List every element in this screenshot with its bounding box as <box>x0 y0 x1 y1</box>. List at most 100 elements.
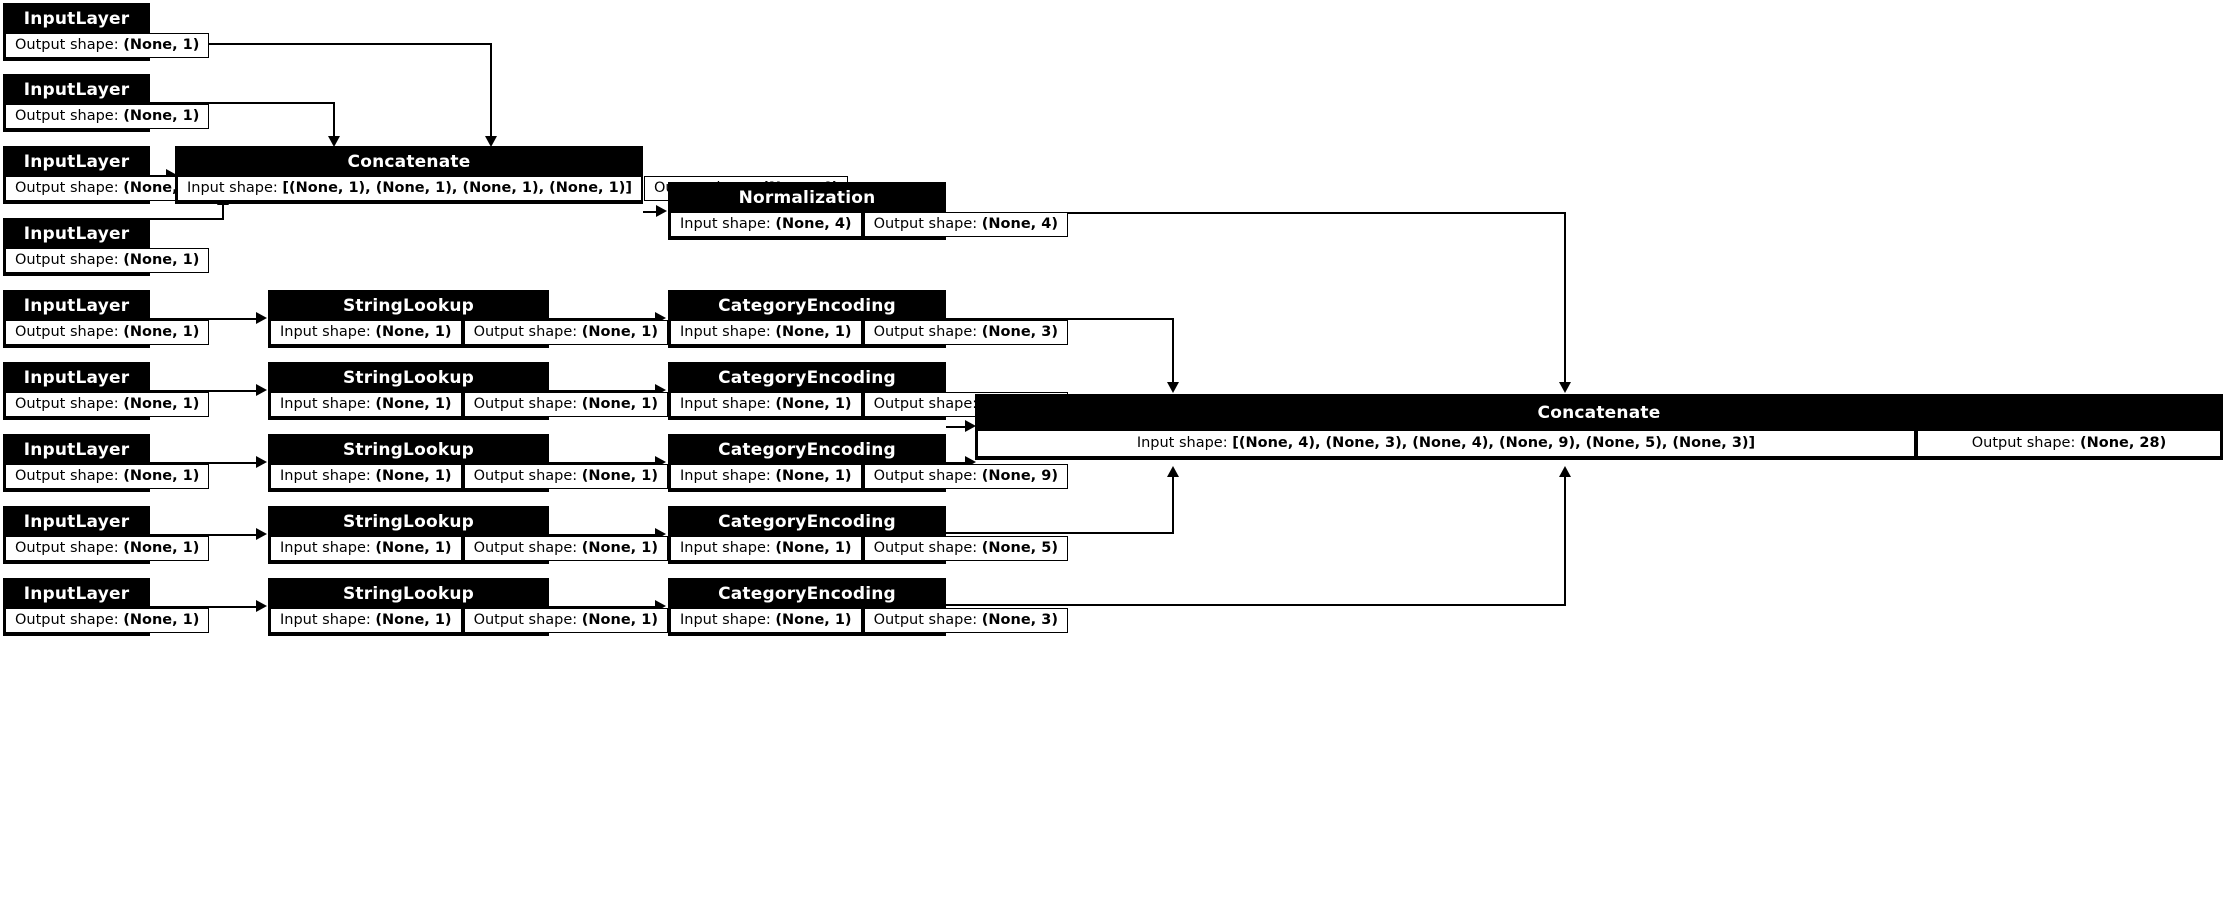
input-shape-cell: Input shape: (None, 1) <box>270 608 462 633</box>
input-shape-cell: Input shape: (None, 1) <box>270 392 462 417</box>
edge-catenc4-to-concat2-v <box>1172 476 1174 534</box>
input-shape-label: Input shape: <box>680 540 771 557</box>
node-string-lookup-3[interactable]: StringLookup Input shape: (None, 1) Outp… <box>268 434 668 492</box>
output-shape-label: Output shape: <box>15 468 119 485</box>
edge-catenc5-to-concat2-v <box>1564 476 1566 606</box>
node-input-layer-7[interactable]: InputLayer Output shape: (None, 1) <box>3 434 210 492</box>
node-input-layer-3[interactable]: InputLayer Output shape: (None, 1) <box>3 146 210 204</box>
edge-lookup2-to-catenc2 <box>549 390 657 392</box>
input-shape-label: Input shape: <box>680 396 771 413</box>
output-shape-cell: Output shape: (None, 1) <box>5 248 210 273</box>
edge-input8-arrowhead <box>256 528 267 540</box>
input-shape-cell: Input shape: (None, 1) <box>670 464 862 489</box>
node-input-layer-9[interactable]: InputLayer Output shape: (None, 1) <box>3 578 210 636</box>
input-shape-label: Input shape: <box>680 216 771 233</box>
edge-lookup5-arrowhead <box>655 600 666 612</box>
node-input-layer-5[interactable]: InputLayer Output shape: (None, 1) <box>3 290 210 348</box>
input-shape-value: [(None, 1), (None, 1), (None, 1), (None,… <box>282 180 632 197</box>
input-shape-value: (None, 1) <box>775 396 852 413</box>
output-shape-value: (None, 1) <box>123 468 200 485</box>
node-concatenate-2[interactable]: Concatenate Input shape: [(None, 4), (No… <box>975 394 2223 460</box>
node-normalization-1[interactable]: Normalization Input shape: (None, 4) Out… <box>668 182 1068 240</box>
output-shape-label: Output shape: <box>873 216 978 233</box>
input-shape-cell: Input shape: [(None, 1), (None, 1), (Non… <box>177 176 642 201</box>
input-shape-cell: Input shape: (None, 1) <box>270 536 462 561</box>
edge-lookup4-to-catenc4 <box>549 534 657 536</box>
output-shape-cell: Output shape: (None, 1) <box>5 536 210 561</box>
output-shape-cell: Output shape: (None, 3) <box>863 608 1068 633</box>
node-input-layer-1[interactable]: InputLayer Output shape: (None, 1) <box>3 3 210 61</box>
edge-lookup5-to-catenc5 <box>549 606 657 608</box>
output-shape-cell: Output shape: (None, 1) <box>5 392 210 417</box>
edge-catenc3-arrowhead <box>965 456 976 468</box>
input-shape-label: Input shape: <box>680 324 771 341</box>
output-shape-label: Output shape: <box>15 252 119 269</box>
input-shape-value: (None, 1) <box>375 324 452 341</box>
input-shape-value: (None, 1) <box>775 468 852 485</box>
output-shape-label: Output shape: <box>873 468 978 485</box>
output-shape-label: Output shape: <box>15 540 119 557</box>
edge-norm1-to-concat2-v <box>1564 212 1566 384</box>
node-title: StringLookup <box>270 580 547 608</box>
input-shape-label: Input shape: <box>280 324 371 341</box>
node-string-lookup-2[interactable]: StringLookup Input shape: (None, 1) Outp… <box>268 362 668 420</box>
node-title: CategoryEncoding <box>670 292 944 320</box>
input-shape-value: (None, 1) <box>775 540 852 557</box>
edge-catenc5-to-concat2-arrowhead <box>1559 466 1571 477</box>
node-input-layer-6[interactable]: InputLayer Output shape: (None, 1) <box>3 362 210 420</box>
output-shape-label: Output shape: <box>15 108 119 125</box>
edge-norm1-to-concat2-arrowhead <box>1559 382 1571 393</box>
output-shape-value: (None, 1) <box>123 396 200 413</box>
node-title: CategoryEncoding <box>670 436 944 464</box>
node-input-layer-4[interactable]: InputLayer Output shape: (None, 1) <box>3 218 210 276</box>
output-shape-cell: Output shape: (None, 1) <box>5 320 210 345</box>
node-title: InputLayer <box>5 364 148 392</box>
node-title: CategoryEncoding <box>670 364 944 392</box>
edge-concat1-to-norm1-h <box>643 211 659 213</box>
node-input-layer-8[interactable]: InputLayer Output shape: (None, 1) <box>3 506 210 564</box>
input-shape-label: Input shape: <box>187 180 278 197</box>
node-title: Normalization <box>670 184 944 212</box>
output-shape-cell: Output shape: (None, 9) <box>863 464 1068 489</box>
node-string-lookup-1[interactable]: StringLookup Input shape: (None, 1) Outp… <box>268 290 668 348</box>
output-shape-value: (None, 5) <box>981 540 1058 557</box>
edge-lookup2-arrowhead <box>655 384 666 396</box>
node-category-encoding-2[interactable]: CategoryEncoding Input shape: (None, 1) … <box>668 362 1068 420</box>
node-string-lookup-5[interactable]: StringLookup Input shape: (None, 1) Outp… <box>268 578 668 636</box>
output-shape-label: Output shape: <box>15 37 119 54</box>
input-shape-value: (None, 1) <box>375 468 452 485</box>
output-shape-value: (None, 1) <box>581 540 658 557</box>
node-title: StringLookup <box>270 364 547 392</box>
node-category-encoding-4[interactable]: CategoryEncoding Input shape: (None, 1) … <box>668 506 1068 564</box>
output-shape-value: (None, 4) <box>981 216 1058 233</box>
node-concatenate-1[interactable]: Concatenate Input shape: [(None, 1), (No… <box>175 146 849 204</box>
output-shape-cell: Output shape: (None, 28) <box>1917 430 2221 457</box>
node-title: StringLookup <box>270 292 547 320</box>
input-shape-label: Input shape: <box>680 468 771 485</box>
node-category-encoding-1[interactable]: CategoryEncoding Input shape: (None, 1) … <box>668 290 1068 348</box>
node-title: InputLayer <box>5 220 148 248</box>
output-shape-cell: Output shape: (None, 3) <box>863 320 1068 345</box>
edge-catenc1-to-concat2-arrowhead <box>1167 382 1179 393</box>
output-shape-label: Output shape: <box>473 468 578 485</box>
edge-catenc1-to-concat2-v <box>1172 318 1174 384</box>
output-shape-value: (None, 3) <box>981 324 1058 341</box>
node-string-lookup-4[interactable]: StringLookup Input shape: (None, 1) Outp… <box>268 506 668 564</box>
output-shape-value: (None, 3) <box>981 612 1058 629</box>
input-shape-label: Input shape: <box>280 540 371 557</box>
node-title: StringLookup <box>270 436 547 464</box>
output-shape-label: Output shape: <box>15 180 119 197</box>
input-shape-value: (None, 1) <box>375 396 452 413</box>
node-title: InputLayer <box>5 76 148 104</box>
output-shape-label: Output shape: <box>15 324 119 341</box>
node-title: InputLayer <box>5 508 148 536</box>
edge-norm1-to-concat2-h <box>946 212 1566 214</box>
node-input-layer-2[interactable]: InputLayer Output shape: (None, 1) <box>3 74 210 132</box>
output-shape-label: Output shape: <box>473 324 578 341</box>
input-shape-cell: Input shape: (None, 1) <box>270 320 462 345</box>
input-shape-value: (None, 1) <box>375 612 452 629</box>
node-category-encoding-5[interactable]: CategoryEncoding Input shape: (None, 1) … <box>668 578 1068 636</box>
output-shape-value: (None, 1) <box>123 324 200 341</box>
node-category-encoding-3[interactable]: CategoryEncoding Input shape: (None, 1) … <box>668 434 1068 492</box>
